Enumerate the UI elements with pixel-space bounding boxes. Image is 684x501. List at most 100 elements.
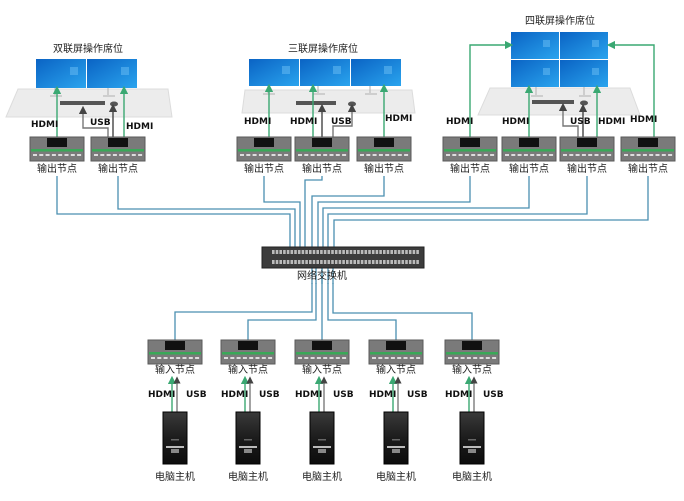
- usb-label: USB: [90, 118, 111, 128]
- pc-label: 电脑主机: [228, 470, 268, 483]
- input-node-label: 输入节点: [228, 363, 268, 376]
- output-nodes: 输出节点 输出节点 输出节点 输出节点 输出节点 输出节点 输出节点 输出节点 输出节点: [29, 136, 676, 175]
- hdmi-label: HDMI: [446, 117, 473, 127]
- hdmi-label: HDMI: [502, 117, 529, 127]
- input-node: [368, 339, 424, 365]
- mouse-icon: [580, 100, 588, 106]
- monitors-dual: [36, 59, 137, 107]
- output-node: [559, 136, 615, 162]
- keyboard-icon: [296, 101, 336, 105]
- device-display: [462, 341, 482, 350]
- input-node: [220, 339, 276, 365]
- device-display: [108, 138, 128, 147]
- device-display: [312, 138, 332, 147]
- pc-tower-icon: [309, 411, 335, 465]
- input-node-label: 输入节点: [376, 363, 416, 376]
- hdmi-label: HDMI: [385, 114, 412, 124]
- usb-label: USB: [259, 390, 280, 400]
- device-display: [460, 138, 480, 147]
- monitor-screen: [351, 59, 401, 86]
- mouse-icon: [110, 101, 118, 107]
- output-connection-labels: HDMI USB HDMI HDMI HDMI USB HDMI HDMI HD…: [31, 114, 657, 132]
- input-node-label: 输入节点: [452, 363, 492, 376]
- input-nodes: 输入节点 HDMI USB 电脑主机 输入节点 HDMI USB 电脑主机 输入节点 HDMI US…: [147, 339, 504, 483]
- hdmi-label: HDMI: [290, 117, 317, 127]
- hdmi-label: HDMI: [598, 117, 625, 127]
- device-display: [386, 341, 406, 350]
- output-node: [236, 136, 292, 162]
- network-lines-top: [56, 176, 649, 247]
- monitors-triple: [249, 59, 401, 107]
- pc-tower-icon: [459, 411, 485, 465]
- hdmi-label: HDMI: [221, 390, 248, 400]
- workstation-title-triple: 三联屏操作席位: [288, 42, 358, 55]
- hdmi-label: HDMI: [295, 390, 322, 400]
- output-node: [356, 136, 412, 162]
- monitor-screen: [300, 59, 350, 86]
- monitor-screen: [249, 59, 299, 86]
- usb-label: USB: [483, 390, 504, 400]
- network-lines-bottom: [174, 268, 473, 340]
- device-display: [374, 138, 394, 147]
- hdmi-label: HDMI: [630, 115, 657, 125]
- pc-label: 电脑主机: [155, 470, 195, 483]
- usb-label: USB: [570, 117, 591, 127]
- pc-label: 电脑主机: [302, 470, 342, 483]
- keyboard-icon: [60, 101, 105, 105]
- usb-label: USB: [407, 390, 428, 400]
- monitor-screen: [511, 32, 559, 59]
- output-node: [620, 136, 676, 162]
- usb-label: USB: [333, 390, 354, 400]
- switch-label: 网络交换机: [297, 269, 347, 282]
- output-node: [442, 136, 498, 162]
- switch-ports: [272, 250, 419, 264]
- output-node-label: 输出节点: [450, 162, 490, 175]
- monitor-screen: [36, 59, 86, 88]
- monitor-screen: [87, 59, 137, 88]
- monitor-screen: [560, 32, 608, 59]
- workstation-title-quad: 四联屏操作席位: [525, 14, 595, 27]
- input-node: [294, 339, 350, 365]
- pc-label: 电脑主机: [452, 470, 492, 483]
- device-display: [519, 138, 539, 147]
- output-node-label: 输出节点: [244, 162, 284, 175]
- hdmi-label: HDMI: [126, 122, 153, 132]
- device-display: [577, 138, 597, 147]
- hdmi-label: HDMI: [148, 390, 175, 400]
- hdmi-label: HDMI: [31, 120, 58, 130]
- device-display: [254, 138, 274, 147]
- device-display: [47, 138, 67, 147]
- network-switch: 网络交换机: [261, 246, 425, 282]
- monitor-screen: [511, 60, 559, 87]
- output-node: [501, 136, 557, 162]
- device-display: [165, 341, 185, 350]
- input-node-label: 输入节点: [155, 363, 195, 376]
- mouse-icon: [348, 101, 356, 107]
- device-display: [638, 138, 658, 147]
- input-node: [444, 339, 500, 365]
- monitor-screen: [560, 60, 608, 87]
- output-node-label: 输出节点: [364, 162, 404, 175]
- input-node: [147, 339, 203, 365]
- output-node: [294, 136, 350, 162]
- pc-label: 电脑主机: [376, 470, 416, 483]
- output-node-label: 输出节点: [302, 162, 342, 175]
- workstation-title-dual: 双联屏操作席位: [53, 42, 123, 55]
- device-display: [238, 341, 258, 350]
- keyboard-icon: [532, 100, 574, 104]
- hdmi-label: HDMI: [244, 117, 271, 127]
- monitors-quad: [511, 32, 608, 106]
- pc-tower-icon: [235, 411, 261, 465]
- output-node-label: 输出节点: [628, 162, 668, 175]
- output-node-label: 输出节点: [37, 162, 77, 175]
- usb-label: USB: [331, 117, 352, 127]
- hdmi-label: HDMI: [445, 390, 472, 400]
- output-node-label: 输出节点: [567, 162, 607, 175]
- output-node-label: 输出节点: [509, 162, 549, 175]
- output-node: [29, 136, 85, 162]
- output-node-label: 输出节点: [98, 162, 138, 175]
- pc-tower-icon: [162, 411, 188, 465]
- output-node: [90, 136, 146, 162]
- hdmi-label: HDMI: [369, 390, 396, 400]
